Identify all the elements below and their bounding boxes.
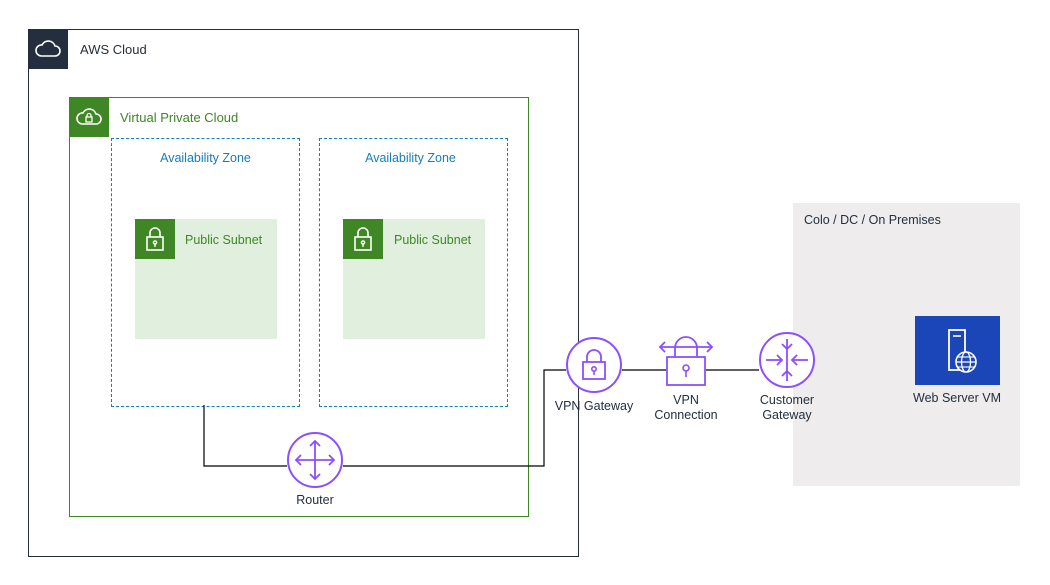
vpn-gateway-label: VPN Gateway xyxy=(554,399,634,413)
router-label: Router xyxy=(296,493,334,507)
vpn-connection-label: VPN Connection xyxy=(646,393,726,423)
vpc-cloud-lock-icon xyxy=(69,97,109,137)
vpc-group xyxy=(69,97,529,517)
router-to-vpn-gateway-line xyxy=(343,369,566,467)
public-subnet-2-label: Public Subnet xyxy=(394,233,472,247)
vpn-connection-label-line1: VPN xyxy=(673,393,699,407)
cloud-icon xyxy=(28,29,68,69)
web-server-icon xyxy=(915,316,1000,385)
availability-zone-1-label: Availability Zone xyxy=(160,151,251,165)
availability-zone-2-label: Availability Zone xyxy=(365,151,456,165)
router-icon xyxy=(285,430,345,490)
customer-gateway-icon xyxy=(757,330,817,390)
web-server-label: Web Server VM xyxy=(913,391,1001,405)
padlock-icon xyxy=(135,219,175,259)
availability-zone-2 xyxy=(319,138,508,407)
vpn-connection-icon xyxy=(656,330,716,390)
customer-gateway-label-line1: Customer xyxy=(759,393,815,407)
az-to-router-line xyxy=(203,405,287,467)
vpc-label: Virtual Private Cloud xyxy=(120,110,239,125)
aws-cloud-label: AWS Cloud xyxy=(80,42,147,57)
aws-cloud-group xyxy=(28,29,579,557)
vpn-connection-label-line2: Connection xyxy=(654,408,718,422)
customer-gateway-label: Customer Gateway xyxy=(742,393,832,423)
public-subnet-1-label: Public Subnet xyxy=(185,233,263,247)
padlock-icon xyxy=(343,219,383,259)
customer-gateway-label-line2: Gateway xyxy=(762,408,812,422)
on-premises-label: Colo / DC / On Premises xyxy=(804,213,941,227)
vpn-gateway-icon xyxy=(564,335,624,395)
availability-zone-1 xyxy=(111,138,300,407)
